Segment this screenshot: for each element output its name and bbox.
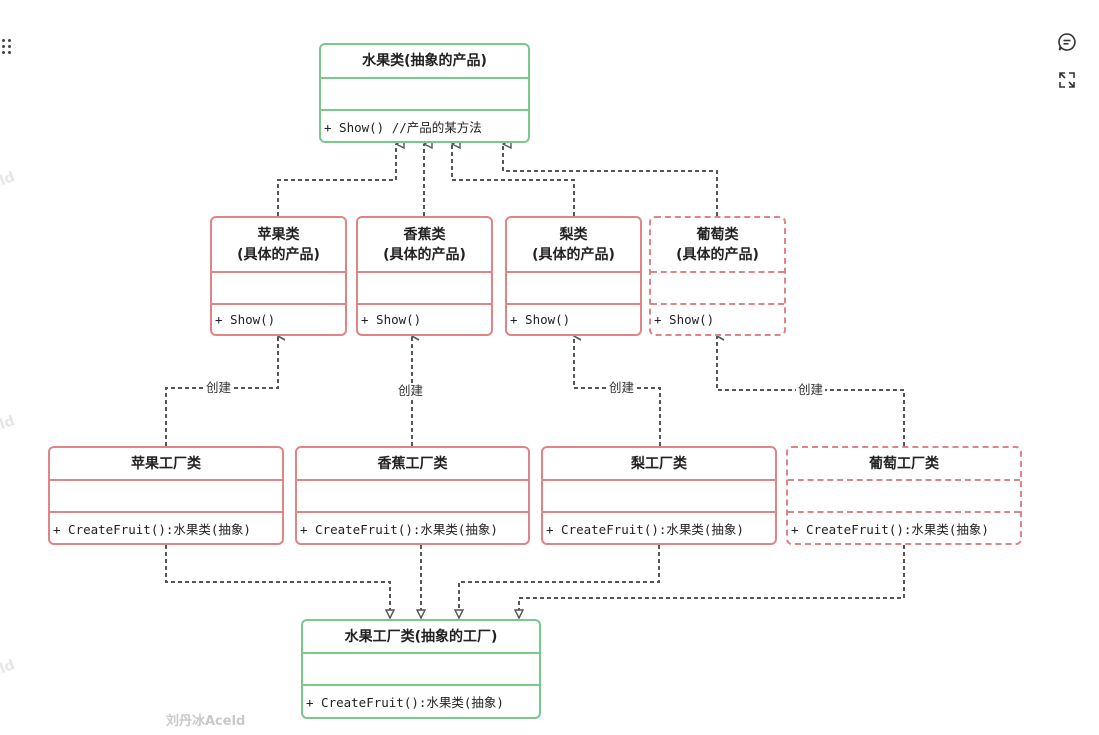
class-title: 葡萄类 xyxy=(696,226,739,243)
class-operations: + CreateFruit():水果类(抽象) xyxy=(791,521,989,537)
factory-class-pear[interactable]: 梨工厂类 + CreateFruit():水果类(抽象) xyxy=(541,446,777,545)
class-attributes xyxy=(50,479,282,513)
class-operations: + Show() //产品的某方法 xyxy=(324,119,482,135)
class-title: 水果类(抽象的产品) xyxy=(362,53,487,69)
class-header: 葡萄类 (具体的产品) xyxy=(651,218,784,271)
class-subtitle: (具体的产品) xyxy=(237,246,320,263)
factory-class-grape[interactable]: 葡萄工厂类 + CreateFruit():水果类(抽象) xyxy=(786,446,1022,545)
author-watermark: 刘丹冰Aceld xyxy=(166,714,246,729)
class-attributes xyxy=(543,479,775,513)
class-subtitle: (具体的产品) xyxy=(676,246,759,263)
inherit-edge-apple-factory xyxy=(165,545,390,618)
class-attributes xyxy=(321,77,528,111)
class-operations: + Show() xyxy=(215,312,276,327)
class-attributes xyxy=(651,271,784,305)
class-title: 水果工厂类(抽象的工厂) xyxy=(344,628,498,645)
drag-handle-icon[interactable] xyxy=(0,36,14,58)
factory-class-apple[interactable]: 苹果工厂类 + CreateFruit():水果类(抽象) xyxy=(48,446,284,545)
class-operations: + CreateFruit():水果类(抽象) xyxy=(53,521,251,537)
fullscreen-icon[interactable] xyxy=(1056,69,1078,91)
inherit-edge-grape-factory xyxy=(519,545,905,618)
product-class-apple[interactable]: 苹果类 (具体的产品) + Show() xyxy=(210,216,347,336)
product-class-pear[interactable]: 梨类 (具体的产品) + Show() xyxy=(505,216,642,336)
class-header: 梨类 (具体的产品) xyxy=(507,218,640,271)
class-header: 苹果类 (具体的产品) xyxy=(212,218,345,271)
create-label-pear: 创建 xyxy=(607,380,637,396)
class-title: 香蕉工厂类 xyxy=(377,455,448,472)
abstract-factory-class[interactable]: 水果工厂类(抽象的工厂) + CreateFruit():水果类(抽象) xyxy=(301,619,541,719)
class-attributes xyxy=(212,271,345,305)
inherit-edge-pear-factory xyxy=(459,545,660,618)
abstract-product-class[interactable]: 水果类(抽象的产品) + Show() //产品的某方法 xyxy=(319,43,530,143)
class-title: 苹果工厂类 xyxy=(131,455,201,472)
class-title: 梨类 xyxy=(559,226,588,243)
inherit-edge-apple xyxy=(277,144,396,216)
create-label-apple: 创建 xyxy=(204,380,234,396)
class-subtitle: (具体的产品) xyxy=(532,246,615,263)
inherit-edge-grape xyxy=(502,144,718,216)
product-class-grape[interactable]: 葡萄类 (具体的产品) + Show() xyxy=(649,216,786,336)
class-operations: + Show() xyxy=(361,312,422,327)
create-label-banana: 创建 xyxy=(396,383,426,399)
class-header: 香蕉类 (具体的产品) xyxy=(358,218,491,271)
class-title: 葡萄工厂类 xyxy=(869,455,939,472)
class-attributes xyxy=(358,271,491,305)
class-attributes xyxy=(303,652,539,686)
product-class-banana[interactable]: 香蕉类 (具体的产品) + Show() xyxy=(356,216,493,336)
create-label-grape: 创建 xyxy=(796,382,826,398)
class-operations: + Show() xyxy=(510,312,571,327)
comment-icon[interactable] xyxy=(1056,31,1078,53)
class-operations: + Show() xyxy=(654,312,715,327)
class-title: 苹果类 xyxy=(257,226,300,243)
inherit-edge-pear xyxy=(451,144,575,216)
class-operations: + CreateFruit():水果类(抽象) xyxy=(546,521,744,537)
class-title: 梨工厂类 xyxy=(631,455,687,472)
class-attributes xyxy=(788,479,1020,513)
class-attributes xyxy=(297,479,528,513)
class-subtitle: (具体的产品) xyxy=(383,246,466,263)
class-title: 香蕉类 xyxy=(403,226,446,243)
class-operations: + CreateFruit():水果类(抽象) xyxy=(306,695,504,710)
class-attributes xyxy=(507,271,640,305)
class-operations: + CreateFruit():水果类(抽象) xyxy=(300,521,498,537)
factory-class-banana[interactable]: 香蕉工厂类 + CreateFruit():水果类(抽象) xyxy=(295,446,530,545)
